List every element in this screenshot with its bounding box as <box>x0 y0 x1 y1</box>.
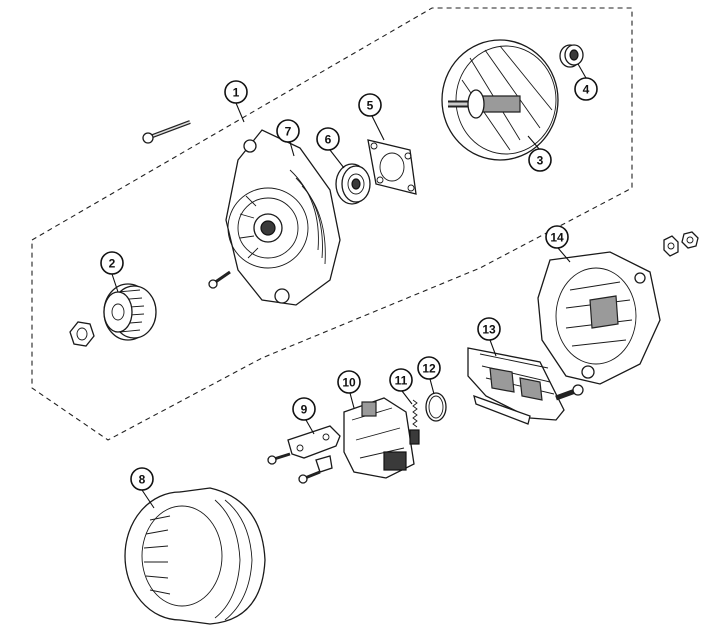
stator <box>124 487 266 625</box>
callout-3: 3 <box>528 148 552 172</box>
callout-5: 5 <box>358 93 382 117</box>
housing-screw <box>208 270 231 289</box>
terminal-nut-inner <box>663 235 679 257</box>
rectifier <box>467 347 584 425</box>
callout-8-label: 8 <box>139 473 146 487</box>
seal-ring <box>425 392 447 422</box>
callout-1: 1 <box>224 80 248 104</box>
bracket-screw-lower <box>298 470 321 484</box>
callout-1-label: 1 <box>233 86 240 100</box>
callout-14: 14 <box>545 225 569 249</box>
callout-5-label: 5 <box>367 99 374 113</box>
callout-4: 4 <box>574 77 598 101</box>
rotor <box>441 39 559 161</box>
pulley <box>103 283 157 341</box>
bearing-retainer-plate <box>367 139 417 195</box>
callout-9: 9 <box>292 397 316 421</box>
terminal-nut-outer <box>681 231 699 249</box>
callout-7-label: 7 <box>285 125 292 139</box>
callout-10-label: 10 <box>342 376 356 390</box>
callout-7: 7 <box>276 119 300 143</box>
callout-14-label: 14 <box>550 231 564 245</box>
terminal-bracket <box>287 425 341 473</box>
callout-6: 6 <box>316 127 340 151</box>
callout-12-label: 12 <box>422 362 436 376</box>
callout-11-label: 11 <box>395 374 408 388</box>
leader-lines <box>111 63 587 509</box>
callout-2: 2 <box>100 251 124 275</box>
callout-9-label: 9 <box>301 403 308 417</box>
callout-2-label: 2 <box>109 257 116 271</box>
pulley-nut <box>69 321 95 347</box>
assembly-boundary <box>31 7 633 441</box>
front-housing <box>225 129 341 306</box>
callout-6-label: 6 <box>325 133 332 147</box>
front-bearing <box>335 163 371 205</box>
rear-bearing <box>559 44 584 68</box>
callout-8: 8 <box>130 467 154 491</box>
bracket-screw-upper <box>267 452 291 465</box>
callout-4-label: 4 <box>583 83 590 97</box>
voltage-regulator <box>343 397 415 479</box>
callout-11: 11 <box>389 368 413 392</box>
callout-13: 13 <box>477 317 501 341</box>
callout-12: 12 <box>417 356 441 380</box>
callout-3-label: 3 <box>537 154 544 168</box>
brush-spring <box>409 399 420 445</box>
callout-10: 10 <box>337 370 361 394</box>
rear-housing <box>537 251 661 385</box>
through-bolt <box>142 120 191 144</box>
callout-13-label: 13 <box>482 323 496 337</box>
